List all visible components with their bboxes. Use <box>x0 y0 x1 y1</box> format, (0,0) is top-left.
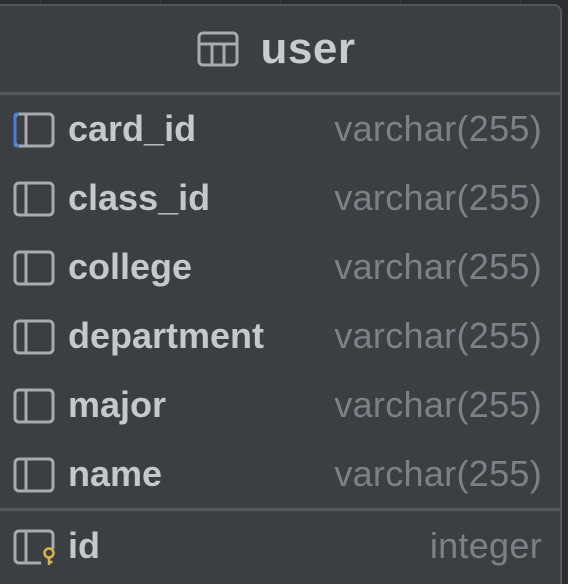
column-type: integer <box>429 524 542 566</box>
column-type: varchar(255) <box>334 245 542 287</box>
column-row-id[interactable]: id integer <box>0 512 560 581</box>
table-header[interactable]: user <box>0 6 560 92</box>
column-row-class-id[interactable]: class_id varchar(255) <box>0 164 560 233</box>
column-icon <box>13 181 55 216</box>
column-row-name[interactable]: name varchar(255) <box>0 440 560 509</box>
column-type: varchar(255) <box>334 107 542 149</box>
column-type: varchar(255) <box>334 314 542 356</box>
column-type: varchar(255) <box>334 452 542 494</box>
column-icon <box>13 250 55 285</box>
table-title: user <box>260 24 356 73</box>
column-name: college <box>68 245 193 287</box>
column-name: id <box>68 524 100 566</box>
column-row-department[interactable]: department varchar(255) <box>0 302 560 371</box>
column-row-major[interactable]: major varchar(255) <box>0 371 560 440</box>
column-type: varchar(255) <box>334 176 542 218</box>
column-icon <box>13 388 55 423</box>
column-icon <box>13 457 55 492</box>
header-divider <box>0 92 560 95</box>
column-row-card-id[interactable]: card_id varchar(255) <box>0 95 560 164</box>
column-row-college[interactable]: college varchar(255) <box>0 233 560 302</box>
column-name: name <box>68 452 163 494</box>
table-card-user[interactable]: user card_id varchar(255) class_id varchar(… <box>0 4 562 584</box>
column-name: department <box>68 314 265 356</box>
column-type: varchar(255) <box>334 383 542 425</box>
table-icon <box>197 31 239 67</box>
canvas-grid <box>0 0 568 6</box>
key-divider <box>0 508 560 511</box>
primary-key-column-icon <box>13 529 55 565</box>
column-icon <box>13 319 55 354</box>
column-icon <box>13 112 55 147</box>
column-name: class_id <box>68 176 211 218</box>
column-name: major <box>68 383 167 425</box>
column-name: card_id <box>68 107 197 149</box>
